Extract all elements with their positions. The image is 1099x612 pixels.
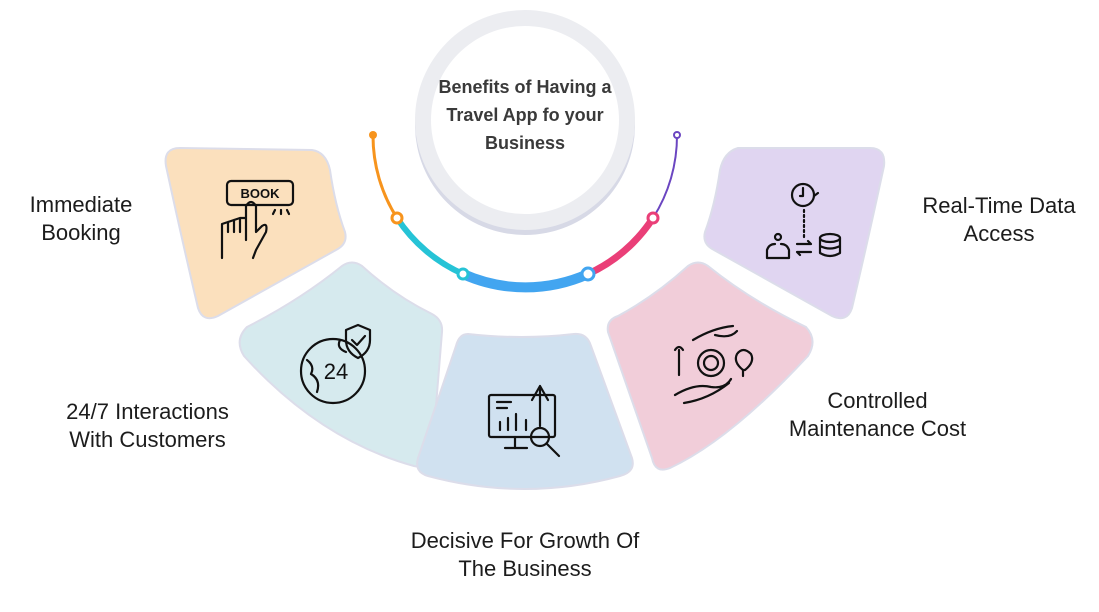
label-controlled-maintenance: Controlled Maintenance Cost	[760, 387, 995, 443]
label-line: Booking	[41, 220, 121, 245]
label-line: With Customers	[69, 427, 226, 452]
svg-text:BOOK: BOOK	[241, 186, 281, 201]
label-line: The Business	[458, 556, 592, 581]
arc-dot	[673, 131, 681, 139]
card-real-time-data	[703, 147, 886, 320]
label-line: Controlled	[827, 388, 928, 413]
card-24-7-interactions	[238, 261, 444, 468]
label-real-time-data: Real-Time Data Access	[895, 192, 1099, 248]
label-24-7-interactions: 24/7 Interactions With Customers	[30, 398, 265, 454]
arc-segment-blue	[460, 269, 591, 293]
arc-dot	[369, 131, 377, 139]
label-line: Decisive For Growth Of	[410, 528, 640, 553]
center-circle	[431, 26, 619, 214]
cost-control-hands-gear-icon	[673, 324, 754, 405]
arc-segment-teal	[394, 216, 465, 277]
label-immediate-booking: Immediate Booking	[0, 191, 162, 247]
center-title: Benefits of Having a Travel App fo your …	[438, 77, 612, 153]
label-line: 24/7 Interactions	[66, 399, 229, 424]
arc-segment-pink	[586, 216, 656, 278]
label-decisive-growth: Decisive For Growth Of The Business	[375, 527, 675, 583]
arc-node	[456, 267, 470, 281]
card-decisive-growth	[416, 332, 634, 490]
card-immediate-booking	[164, 146, 347, 320]
svg-text:24: 24	[324, 359, 348, 384]
book-button-hand-icon: BOOK	[220, 179, 295, 260]
arc-node	[646, 211, 660, 225]
label-line: Maintenance Cost	[788, 416, 967, 441]
card-controlled-maintenance	[606, 261, 814, 471]
growth-analytics-monitor-icon	[487, 384, 561, 458]
arc-segment-orange	[371, 134, 399, 219]
label-line: Real-Time Data	[922, 193, 1076, 218]
arc-segment-purple	[652, 134, 679, 219]
arc-node	[390, 211, 404, 225]
24-hour-globe-shield-icon: 24	[299, 323, 372, 405]
label-line: Access	[963, 221, 1035, 246]
arc-node	[580, 266, 596, 282]
label-line: Immediate	[29, 192, 133, 217]
realtime-data-sync-icon	[765, 182, 842, 260]
